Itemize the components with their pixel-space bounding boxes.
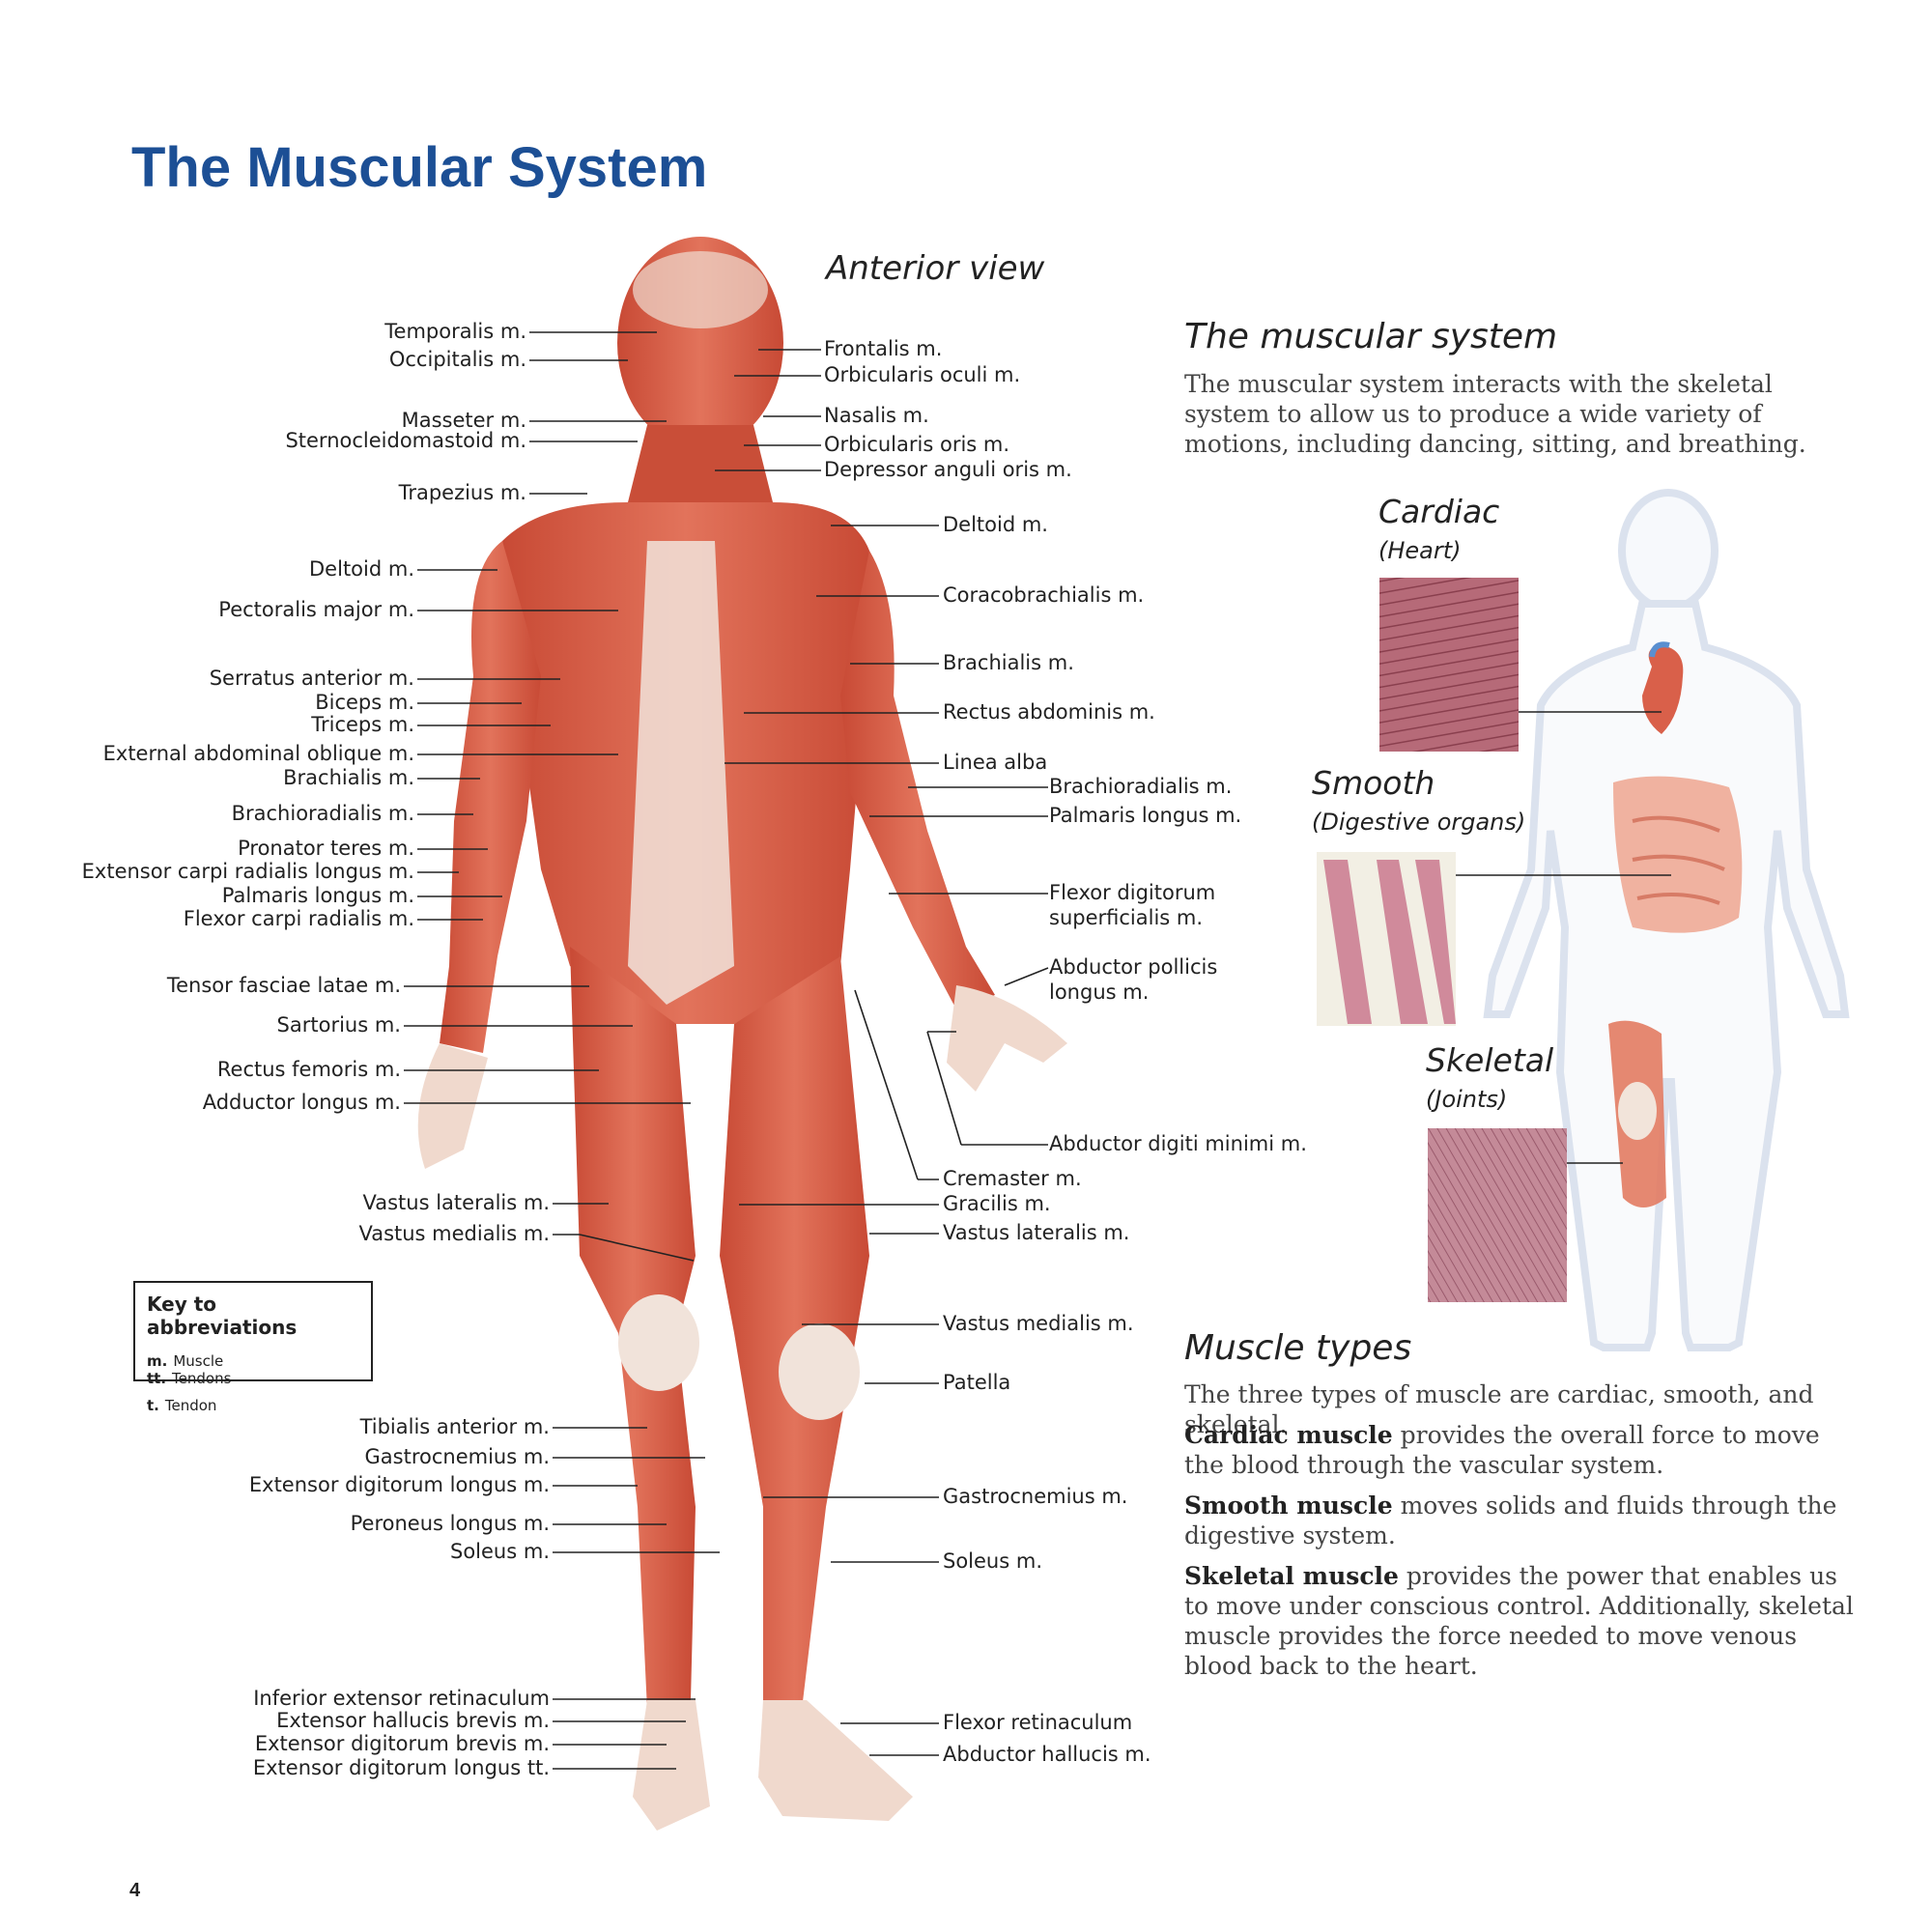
label-nasalis: Nasalis m. [824,404,929,427]
key-tt-text: Tendons [172,1370,232,1387]
cardiac-subtitle: (Heart) [1378,537,1462,564]
label-depressor-anguli-oris: Depressor anguli oris m. [824,458,1072,481]
label-soleus-right: Soleus m. [943,1549,1042,1573]
smooth-muscle-desc: moves solids and fluids through the dige… [1184,1492,1837,1549]
label-sartorius: Sartorius m. [276,1013,401,1037]
key-tt-abbr: tt. [147,1370,167,1387]
label-orbicularis-oris: Orbicularis oris m. [824,433,1010,456]
page-title: The Muscular System [131,136,708,199]
key-row-2: t. Tendon [147,1397,359,1414]
key-m-text: Muscle [173,1352,224,1370]
label-trapezius: Trapezius m. [398,481,526,504]
label-brachialis-right: Brachialis m. [943,651,1074,674]
skeletal-muscle-desc: provides the power that enables us to mo… [1184,1562,1854,1680]
label-inferior-extensor-retinaculum: Inferior extensor retinaculum [253,1687,550,1710]
label-rectus-femoris: Rectus femoris m. [216,1058,401,1081]
label-soleus-left: Soleus m. [450,1540,550,1563]
tissue-swatches [1317,578,1671,1302]
leader-lines-right [715,349,1049,1756]
skeletal-muscle-term: Skeletal muscle [1184,1562,1399,1590]
label-deltoid-left: Deltoid m. [309,557,414,581]
label-vastus-lateralis-left: Vastus lateralis m. [362,1191,550,1214]
label-temporalis: Temporalis m. [384,320,526,343]
sidebar-heading: The muscular system [1184,317,1558,356]
label-brachialis-left: Brachialis m. [283,766,414,789]
label-extensor-digitorum-brevis: Extensor digitorum brevis m. [254,1732,550,1755]
label-extensor-carpi: Extensor carpi radialis longus m. [81,860,414,883]
smooth-muscle-paragraph: Smooth muscle moves solids and fluids th… [1184,1491,1851,1550]
label-brachioradialis-left: Brachioradialis m. [231,802,414,825]
label-vastus-medialis-right: Vastus medialis m. [943,1312,1134,1335]
label-serratus-anterior: Serratus anterior m. [209,667,414,690]
body-silhouette [1483,489,1850,1351]
label-linea-alba: Linea alba [943,751,1048,774]
label-vastus-medialis-left: Vastus medialis m. [358,1222,550,1245]
label-abductor-hallucis: Abductor hallucis m. [943,1743,1151,1766]
label-flexor-carpi: Flexor carpi radialis m. [183,907,414,930]
label-vastus-lateralis-right: Vastus lateralis m. [943,1221,1130,1244]
smooth-title: Smooth [1312,764,1435,802]
label-pronator-teres: Pronator teres m. [238,837,414,860]
label-tensor-fasciae: Tensor fasciae latae m. [166,974,401,997]
muscle-figure [417,237,1067,1831]
smooth-subtitle: (Digestive organs) [1312,809,1526,836]
label-gastrocnemius-right: Gastrocnemius m. [943,1485,1128,1508]
label-extensor-hallucis-brevis: Extensor hallucis brevis m. [276,1709,550,1732]
page-number: 4 [129,1880,141,1901]
key-t-abbr: t. [147,1397,159,1414]
label-gastrocnemius-left: Gastrocnemius m. [364,1445,550,1468]
label-rectus-abdominis: Rectus abdominis m. [943,700,1155,724]
label-abductor-pollicis-line2: longus m. [1049,980,1150,1004]
label-triceps: Triceps m. [311,713,414,736]
label-brachioradialis-right: Brachioradialis m. [1049,775,1233,798]
label-abductor-digiti-minimi: Abductor digiti minimi m. [1049,1132,1307,1155]
smooth-muscle-term: Smooth muscle [1184,1492,1393,1520]
label-palmaris-left: Palmaris longus m. [221,884,414,907]
label-flexor-retinaculum: Flexor retinaculum [943,1711,1133,1734]
label-adductor-longus: Adductor longus m. [202,1091,401,1114]
label-external-oblique: External abdominal oblique m. [102,742,414,765]
label-palmaris-right: Palmaris longus m. [1049,804,1242,827]
label-gracilis: Gracilis m. [943,1192,1051,1215]
key-row-1: m. Muscle tt. Tendons [147,1352,359,1387]
label-coracobrachialis: Coracobrachialis m. [943,583,1145,607]
label-pectoralis-major: Pectoralis major m. [218,598,414,621]
key-m-abbr: m. [147,1352,168,1370]
skeletal-title: Skeletal [1426,1041,1554,1079]
muscle-types-intro: The three types of muscle are cardiac, s… [1184,1380,1814,1438]
label-occipitalis: Occipitalis m. [388,348,526,371]
skeletal-subtitle: (Joints) [1426,1086,1508,1113]
label-orbicularis-oculi: Orbicularis oculi m. [824,363,1021,386]
sidebar-intro: The muscular system interacts with the s… [1184,370,1806,458]
cardiac-muscle-term: Cardiac muscle [1184,1421,1393,1449]
label-deltoid-right: Deltoid m. [943,513,1048,536]
muscle-types-heading: Muscle types [1184,1328,1412,1368]
key-title: Key to abbreviations [147,1293,298,1339]
abbreviation-key: Key to abbreviations m. Muscle tt. Tendons… [133,1281,373,1414]
skeletal-muscle-paragraph: Skeletal muscle provides the power that … [1184,1561,1861,1681]
label-sternocleidomastoid: Sternocleidomastoid m. [285,429,526,452]
cardiac-muscle-paragraph: Cardiac muscle provides the overall forc… [1184,1420,1851,1480]
label-extensor-digitorum-longus: Extensor digitorum longus m. [248,1473,550,1496]
label-flexor-digitorum-line1: Flexor digitorum [1049,881,1216,904]
label-masseter: Masseter m. [401,409,526,432]
key-t-text: Tendon [164,1397,217,1414]
label-abductor-pollicis-line1: Abductor pollicis [1049,955,1218,979]
view-title: Anterior view [826,249,1045,288]
label-biceps: Biceps m. [315,691,414,714]
cardiac-muscle-desc: provides the overall force to move the b… [1184,1421,1820,1479]
label-frontalis: Frontalis m. [824,337,943,360]
label-patella: Patella [943,1371,1011,1394]
label-cremaster: Cremaster m. [943,1167,1082,1190]
label-extensor-digitorum-tendons: Extensor digitorum longus tt. [252,1756,550,1779]
leader-lines-left [404,331,720,1770]
cardiac-title: Cardiac [1378,493,1500,530]
label-flexor-digitorum-line2: superficialis m. [1049,906,1204,929]
label-tibialis-anterior: Tibialis anterior m. [359,1415,550,1438]
label-peroneus-longus: Peroneus longus m. [350,1512,550,1535]
